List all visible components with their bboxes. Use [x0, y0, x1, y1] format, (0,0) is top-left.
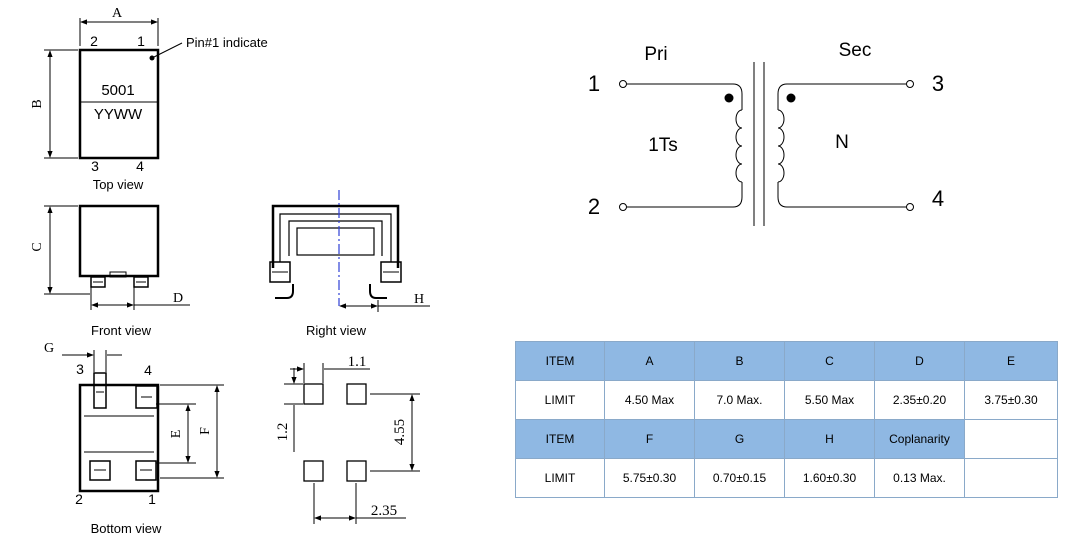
secondary-polarity-dot [786, 93, 796, 103]
table-cell: B [694, 341, 785, 381]
dim-b-label: B [30, 99, 45, 108]
top-view [44, 18, 183, 160]
table-cell: ITEM [515, 341, 605, 381]
table-cell: LIMIT [515, 458, 605, 498]
pin-1-label: 1 [588, 71, 600, 96]
terminal-1 [619, 80, 627, 88]
footprint-pad-tr [346, 383, 367, 405]
table-cell: ITEM [515, 419, 605, 459]
dim-e-label: E [169, 430, 184, 439]
table-cell: 2.35±0.20 [874, 380, 965, 420]
table-cell: F [604, 419, 695, 459]
dim-f-label: F [198, 427, 213, 435]
top-pin-1: 1 [137, 33, 145, 49]
table-cell: 7.0 Max. [694, 380, 785, 420]
table-row: ITEM A B C D E [515, 341, 1058, 381]
bottom-pin-4: 4 [144, 362, 152, 378]
table-cell-empty [964, 458, 1058, 498]
table-cell: Coplanarity [874, 419, 965, 459]
dim-h-label: H [414, 292, 424, 307]
front-view-caption: Front view [91, 323, 152, 338]
table-cell: 0.13 Max. [874, 458, 965, 498]
dim-d-label: D [173, 291, 183, 306]
dim-pad-width-label: 1.1 [348, 354, 367, 370]
front-view [44, 204, 190, 310]
footprint-pad-bl [303, 460, 324, 482]
dimension-spec-table: ITEM A B C D E LIMIT 4.50 Max 7.0 Max. 5… [515, 341, 1058, 498]
marking-line2: YYWW [94, 106, 143, 123]
right-view [269, 190, 430, 312]
table-cell-empty [964, 419, 1058, 459]
secondary-turns-label: N [835, 132, 849, 153]
dim-vertical-label: 4.55 [392, 419, 408, 445]
terminal-2 [619, 203, 627, 211]
pin-2-label: 2 [588, 194, 600, 219]
terminal-3 [906, 80, 914, 88]
pcb-footprint [284, 363, 420, 524]
top-pin-3: 3 [91, 158, 99, 174]
marking-line1: 5001 [101, 82, 134, 99]
terminal-4 [906, 203, 914, 211]
top-view-caption: Top view [93, 177, 144, 192]
table-cell: 0.70±0.15 [694, 458, 785, 498]
top-pin-2: 2 [90, 33, 98, 49]
table-row: LIMIT 4.50 Max 7.0 Max. 5.50 Max 2.35±0.… [515, 380, 1058, 420]
table-cell: 5.50 Max [784, 380, 875, 420]
table-cell: 5.75±0.30 [604, 458, 695, 498]
bottom-pin-3: 3 [76, 361, 84, 377]
pin-4-label: 4 [932, 186, 944, 211]
table-cell: A [604, 341, 695, 381]
bottom-body-outline [78, 383, 160, 493]
primary-polarity-dot [724, 93, 734, 103]
pin1-dot [149, 55, 155, 61]
primary-coil [735, 109, 743, 183]
bottom-pin-2: 2 [75, 491, 83, 507]
footprint-pad-tl [303, 383, 324, 405]
table-cell: G [694, 419, 785, 459]
table-cell: 4.50 Max [604, 380, 695, 420]
pin1-indicate-label: Pin#1 indicate [186, 35, 268, 50]
front-body-outline [78, 204, 160, 278]
dim-c-label: C [30, 242, 45, 251]
table-row: ITEM F G H Coplanarity [515, 419, 1058, 459]
table-cell: 1.60±0.30 [784, 458, 875, 498]
right-view-caption: Right view [306, 323, 367, 338]
footprint-pad-br [346, 460, 367, 482]
top-pin-4: 4 [136, 158, 144, 174]
table-cell: 3.75±0.30 [964, 380, 1058, 420]
dim-g-label: G [44, 341, 54, 356]
table-cell: E [964, 341, 1058, 381]
table-cell: H [784, 419, 875, 459]
top-body-outline [78, 48, 160, 160]
dim-a-label: A [112, 6, 123, 21]
table-row: LIMIT 5.75±0.30 0.70±0.15 1.60±0.30 0.13… [515, 458, 1058, 498]
table-cell: LIMIT [515, 380, 605, 420]
table-cell: D [874, 341, 965, 381]
table-cell: C [784, 341, 875, 381]
dim-horizontal-label: 2.35 [371, 503, 397, 519]
primary-turns-label: 1Ts [648, 135, 678, 156]
dim-pad-height-label: 1.2 [275, 423, 291, 442]
bottom-view [62, 350, 224, 493]
secondary-label: Sec [839, 40, 872, 61]
transformer-schematic [619, 62, 914, 226]
primary-label: Pri [644, 44, 667, 65]
bottom-pin-1: 1 [148, 491, 156, 507]
bottom-view-caption: Bottom view [91, 521, 162, 536]
secondary-coil [777, 109, 785, 183]
pin-3-label: 3 [932, 71, 944, 96]
